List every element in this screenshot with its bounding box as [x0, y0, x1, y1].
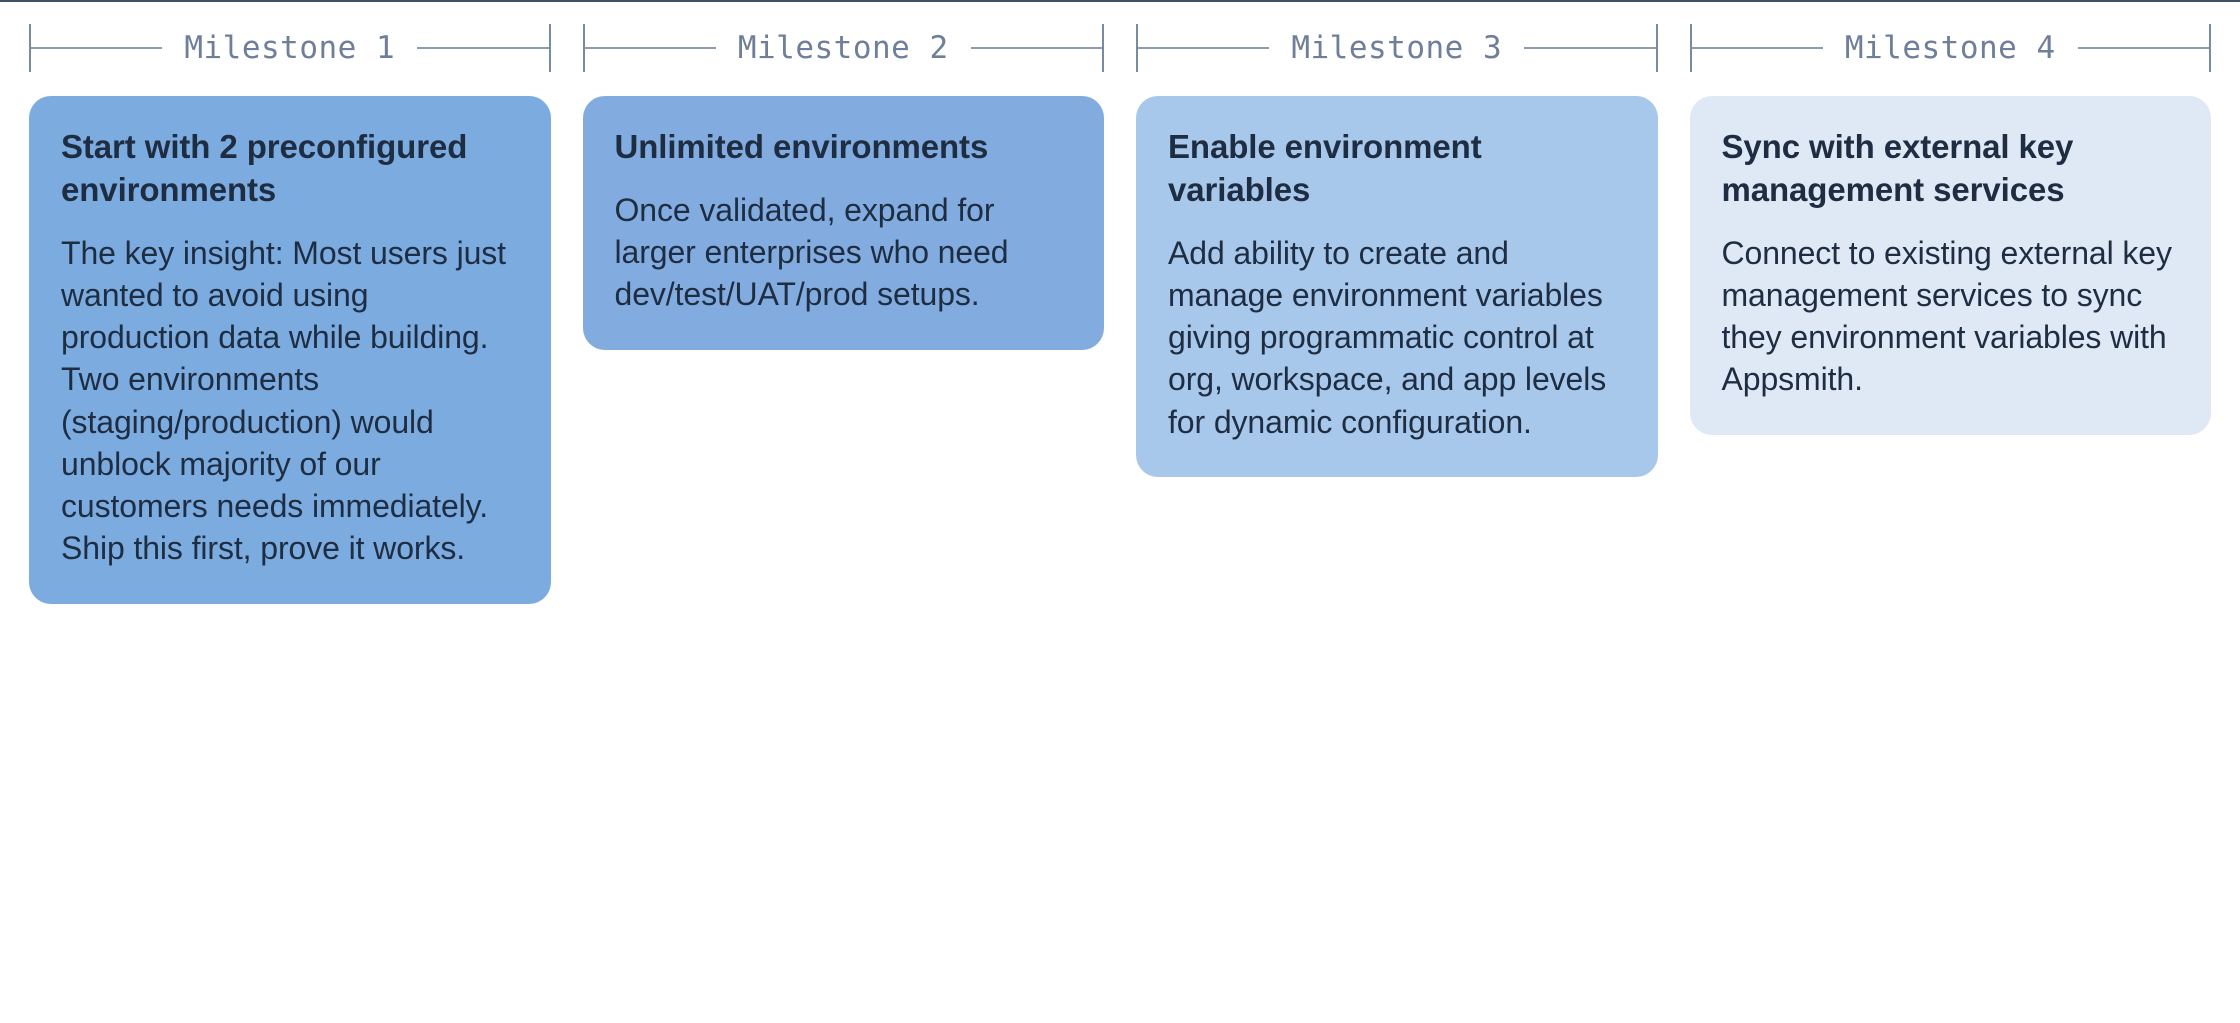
milestone-card-title-3: Enable environment variables — [1168, 128, 1482, 208]
milestone-column-4: Milestone 4 Sync with external key manag… — [1689, 0, 2211, 435]
bracket-rule-left — [29, 47, 163, 49]
bracket-rule-left — [1689, 47, 1823, 49]
milestone-card-title-2: Unlimited environments — [614, 128, 989, 165]
bracket-rule-right — [417, 47, 551, 49]
bracket-cap-right-icon — [2209, 24, 2211, 72]
milestone-card-2[interactable]: Unlimited environments Once validated, e… — [582, 96, 1104, 350]
milestone-header-3: Milestone 3 — [1136, 0, 1658, 96]
milestone-card-4[interactable]: Sync with external key management servic… — [1689, 96, 2211, 435]
bracket-cap-right-icon — [1102, 24, 1104, 72]
bracket-cap-right-icon — [1655, 24, 1658, 72]
milestone-card-title-4: Sync with external key management servic… — [1721, 128, 2074, 208]
milestone-column-1: Milestone 1 Start with 2 preconfigured e… — [29, 0, 551, 604]
milestone-column-3: Milestone 3 Enable environment variables… — [1136, 0, 1658, 477]
milestone-label-3: Milestone 3 — [1291, 29, 1503, 66]
bracket-rule-right — [2077, 47, 2211, 49]
milestone-card-body-1: The key insight: Most users just wanted … — [61, 234, 506, 567]
milestone-card-body-4: Connect to existing external key managem… — [1721, 234, 2172, 398]
milestone-card-1[interactable]: Start with 2 preconfigured environments … — [29, 96, 551, 604]
milestone-card-title-1: Start with 2 preconfigured environments — [61, 128, 468, 208]
bracket-rule-left — [1136, 47, 1270, 49]
milestone-header-4: Milestone 4 — [1689, 0, 2211, 96]
milestone-label-1: Milestone 1 — [184, 29, 396, 66]
bracket-rule-right — [970, 47, 1104, 49]
bracket-cap-left-icon — [1689, 24, 1692, 72]
milestone-header-2: Milestone 2 — [582, 0, 1104, 96]
bracket-rule-left — [582, 47, 716, 49]
milestone-label-2: Milestone 2 — [737, 29, 949, 66]
milestone-card-body-2: Once validated, expand for larger enterp… — [614, 191, 1009, 313]
milestone-column-2: Milestone 2 Unlimited environments Once … — [582, 0, 1104, 350]
milestone-header-1: Milestone 1 — [29, 0, 551, 96]
milestone-card-3[interactable]: Enable environment variables Add ability… — [1136, 96, 1658, 477]
bracket-cap-right-icon — [548, 24, 551, 72]
bracket-cap-left-icon — [1136, 24, 1138, 72]
top-border-rule — [0, 0, 2240, 2]
milestone-label-4: Milestone 4 — [1844, 29, 2056, 66]
bracket-rule-right — [1524, 47, 1658, 49]
bracket-cap-left-icon — [582, 24, 585, 72]
bracket-cap-left-icon — [29, 24, 31, 72]
milestone-card-body-3: Add ability to create and manage environ… — [1168, 234, 1607, 440]
